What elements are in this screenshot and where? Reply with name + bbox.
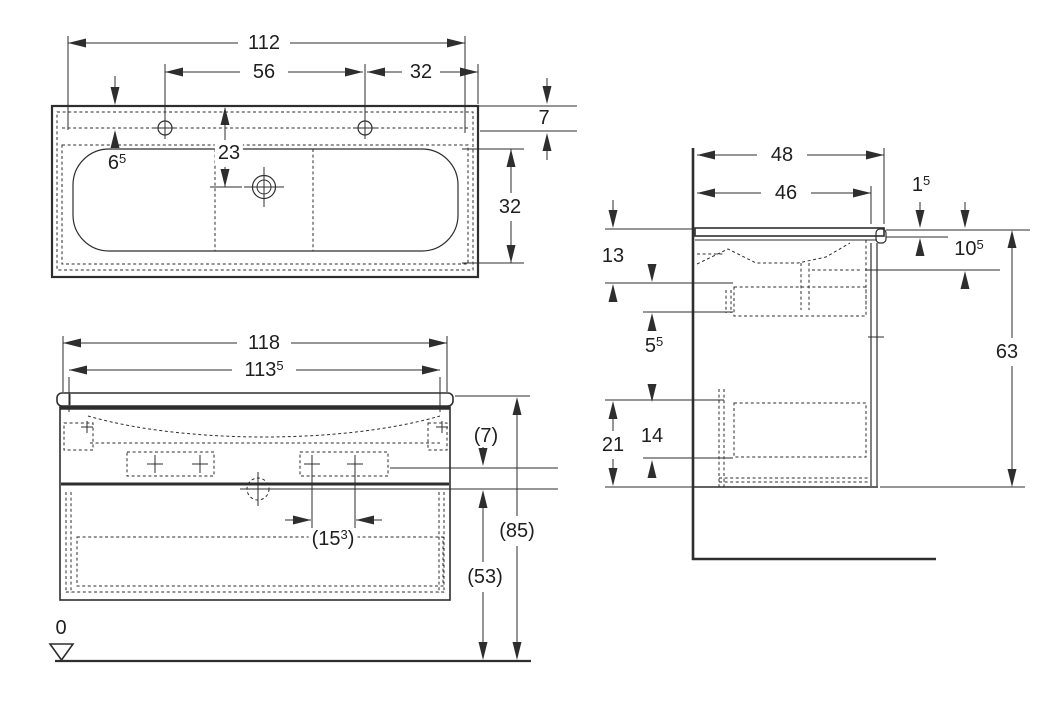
dim-label-bracket-to-drain: (7) <box>470 425 502 447</box>
dim-label-edge-to-drain: 23 <box>214 142 244 164</box>
dim-label-edge-to-tapline-left: 65 <box>104 152 130 174</box>
dim-7 <box>478 78 577 160</box>
dim-label-edge-to-tapline: 7 <box>535 107 553 129</box>
side-view-section <box>605 148 1030 561</box>
dim-label-lower-zone: 21 <box>598 434 628 456</box>
dim-5-5 <box>647 264 657 331</box>
drain-front <box>240 472 276 506</box>
slab-section <box>694 227 885 237</box>
dim-15-3 <box>285 515 382 525</box>
dim-46 <box>697 186 872 224</box>
basin-bowl-outline <box>72 148 459 252</box>
wall-bracket-right <box>427 421 448 451</box>
dim-23 <box>210 107 242 188</box>
wall-bracket-left <box>63 421 94 451</box>
fastening-points <box>126 451 389 540</box>
dim-label-top-overall-width: 112 <box>245 32 283 54</box>
washbasin-slab <box>56 392 454 407</box>
dim-label-cabinet-depth: 46 <box>771 182 801 204</box>
dim-14 <box>647 384 657 478</box>
lower-drawer-hidden-side <box>718 389 868 487</box>
hidden-bowl-section <box>696 240 867 310</box>
dim-label-lower-drawer-front: 14 <box>637 425 667 447</box>
dim-112 <box>67 36 466 133</box>
hidden-cabinet-outline <box>56 111 474 271</box>
dim-85 <box>512 397 522 660</box>
dim-53 <box>478 508 488 660</box>
dim-label-tap-to-edge: 32 <box>406 61 436 83</box>
dim-label-inner-width: 1135 <box>241 359 287 381</box>
hidden-basin-underside <box>87 415 441 438</box>
dim-label-basin-depth: 32 <box>495 196 525 218</box>
dim-label-height-overall: (85) <box>496 520 538 542</box>
dim-label-tap-spacing: 56 <box>249 61 279 83</box>
dim-label-top-to-bowl-bottom: 13 <box>598 245 628 267</box>
dim-label-cabinet-width: 118 <box>245 332 283 354</box>
dim-56-32 <box>164 64 479 119</box>
slab-front-lip <box>875 228 887 244</box>
washbasin-outline <box>50 104 480 279</box>
dim-48 <box>697 148 885 224</box>
dim-13 <box>608 200 618 302</box>
dim-label-bowl-inner-height: 105 <box>951 238 987 260</box>
cabinet-section <box>694 243 884 488</box>
dim-label-gap-below-bowl: 55 <box>641 335 667 357</box>
drain-plan <box>244 167 284 207</box>
dim-32-depth <box>462 148 524 264</box>
dim-7-bracket <box>478 446 488 508</box>
datum-triangle <box>48 643 75 662</box>
top-view-washbasin-plan <box>50 36 577 279</box>
dim-label-cabinet-height: 63 <box>992 341 1022 363</box>
cabinet-body <box>59 406 451 601</box>
tap-hole-right <box>353 117 377 139</box>
dim-1-5 <box>915 202 925 256</box>
dim-label-drain-height: (53) <box>464 566 506 588</box>
dim-118 <box>62 336 448 392</box>
dim-label-overall-depth: 48 <box>767 144 797 166</box>
dim-6-5 <box>110 76 120 148</box>
dim-10-5 <box>960 202 970 289</box>
dim-label-datum-zero: 0 <box>52 617 70 639</box>
dim-21 <box>608 401 618 486</box>
dim-label-drain-spacing: (153) <box>308 528 358 550</box>
tap-hole-left <box>153 117 177 139</box>
dim-63 <box>1007 230 1017 487</box>
hidden-rim-outline <box>61 144 469 265</box>
lower-drawer-hidden <box>65 492 445 593</box>
dim-label-front-lip: 15 <box>908 174 934 196</box>
upper-drawer-hidden-side <box>725 286 867 317</box>
front-view-cabinet <box>48 336 558 663</box>
